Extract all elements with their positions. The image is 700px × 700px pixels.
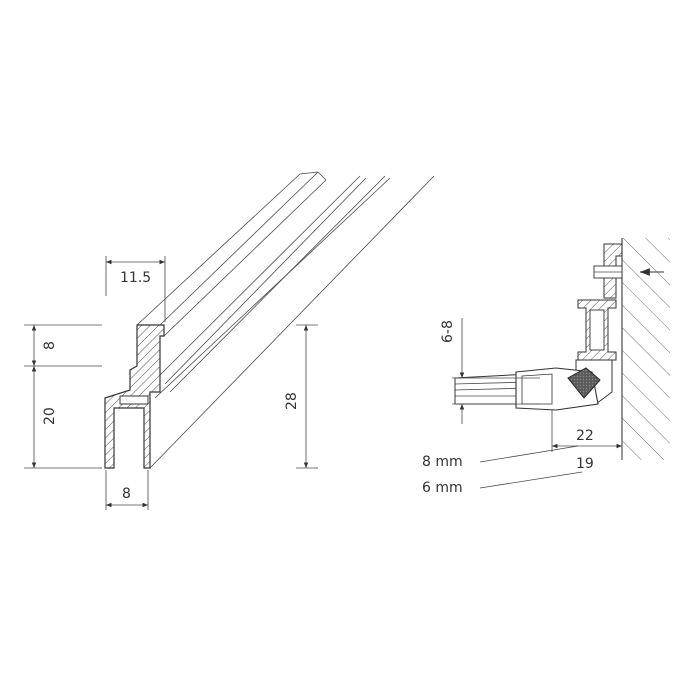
callouts: 8 mm 6 mm (422, 445, 583, 496)
dim-depth: 22 19 (551, 410, 623, 472)
dim-top-width-label: 11.5 (120, 270, 151, 286)
dim-lower-height-label: 20 (42, 407, 58, 425)
glass-panel (454, 373, 531, 405)
dim-bottom-width-label: 8 (122, 486, 131, 502)
dim-gap-label: 6-8 (440, 320, 456, 343)
dim-gap: 6-8 (440, 318, 540, 424)
dim-upper-height-label: 8 (42, 341, 58, 350)
dim-outer-label: 22 (576, 428, 594, 444)
profile-perspective (136, 171, 435, 469)
dim-top-width: 11.5 (105, 256, 166, 322)
wall-bracket (593, 243, 623, 299)
dim-bottom-width: 8 (105, 470, 149, 510)
dim-lower-height: 20 (24, 366, 102, 469)
dim-inner-label: 19 (576, 456, 594, 472)
callout-8mm: 8 mm (422, 454, 463, 470)
magnetic-seal (567, 367, 601, 399)
callout-6mm: 6 mm (422, 480, 463, 496)
dim-total-height-label: 28 (284, 392, 300, 410)
profile-cross-section (104, 324, 165, 469)
dim-upper-height: 8 (24, 324, 102, 367)
dim-total-height: 28 (284, 324, 318, 469)
